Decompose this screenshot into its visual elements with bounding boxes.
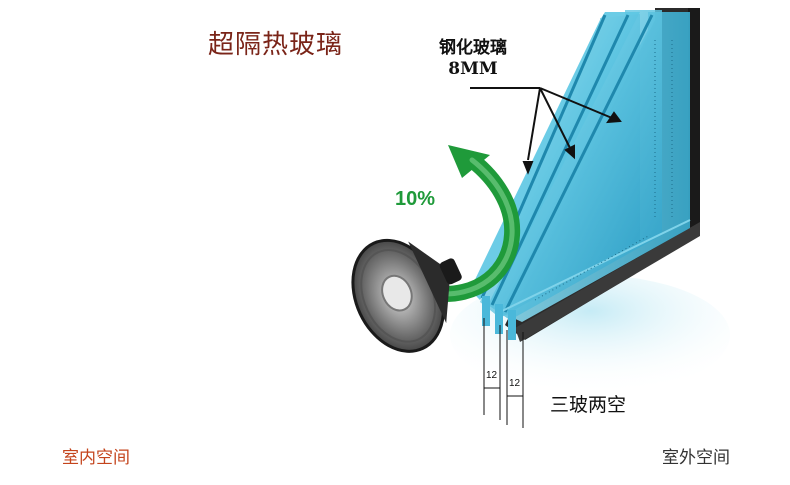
sound-percent-label: 10% <box>395 188 436 210</box>
glass-label-line1: 钢化玻璃 <box>439 38 507 58</box>
glazing-type-label: 三玻两空 <box>550 394 627 416</box>
pane-edges <box>482 296 516 340</box>
glass-pointer-arrows <box>470 87 622 175</box>
page-title: 超隔热玻璃 <box>208 30 344 60</box>
speaker-icon <box>351 238 462 353</box>
tempered-glass-label: 钢化玻璃 8MM <box>418 38 528 80</box>
outdoor-space-label: 室外空间 <box>662 448 730 468</box>
glass-label-line2: 8MM <box>448 59 498 79</box>
spacing-label-1: 12 <box>486 370 498 381</box>
indoor-space-label: 室内空间 <box>62 448 130 468</box>
spacing-label-2: 12 <box>509 378 521 389</box>
spacing-dimensions <box>483 318 524 428</box>
